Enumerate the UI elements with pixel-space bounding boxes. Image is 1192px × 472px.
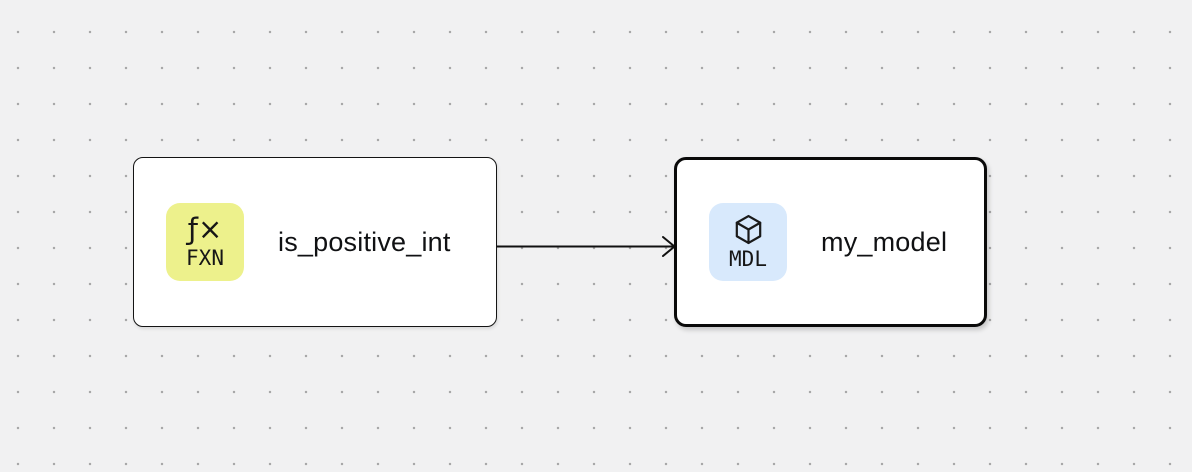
model-badge-code: MDL xyxy=(729,246,767,271)
edge-is-positive-int-to-my-model[interactable] xyxy=(497,236,676,257)
model-badge: MDL xyxy=(709,203,787,281)
node-my-model[interactable]: MDL my_model xyxy=(674,157,987,327)
node-is-positive-int[interactable]: ƒ× FXN is_positive_int xyxy=(133,157,497,327)
function-icon: ƒ× xyxy=(187,212,223,247)
node-label-is-positive-int: is_positive_int xyxy=(278,226,451,257)
node-label-my-model: my_model xyxy=(821,226,948,257)
function-badge-code: FXN xyxy=(186,245,224,270)
function-badge: ƒ× FXN xyxy=(166,203,244,281)
cube-icon xyxy=(732,213,765,246)
